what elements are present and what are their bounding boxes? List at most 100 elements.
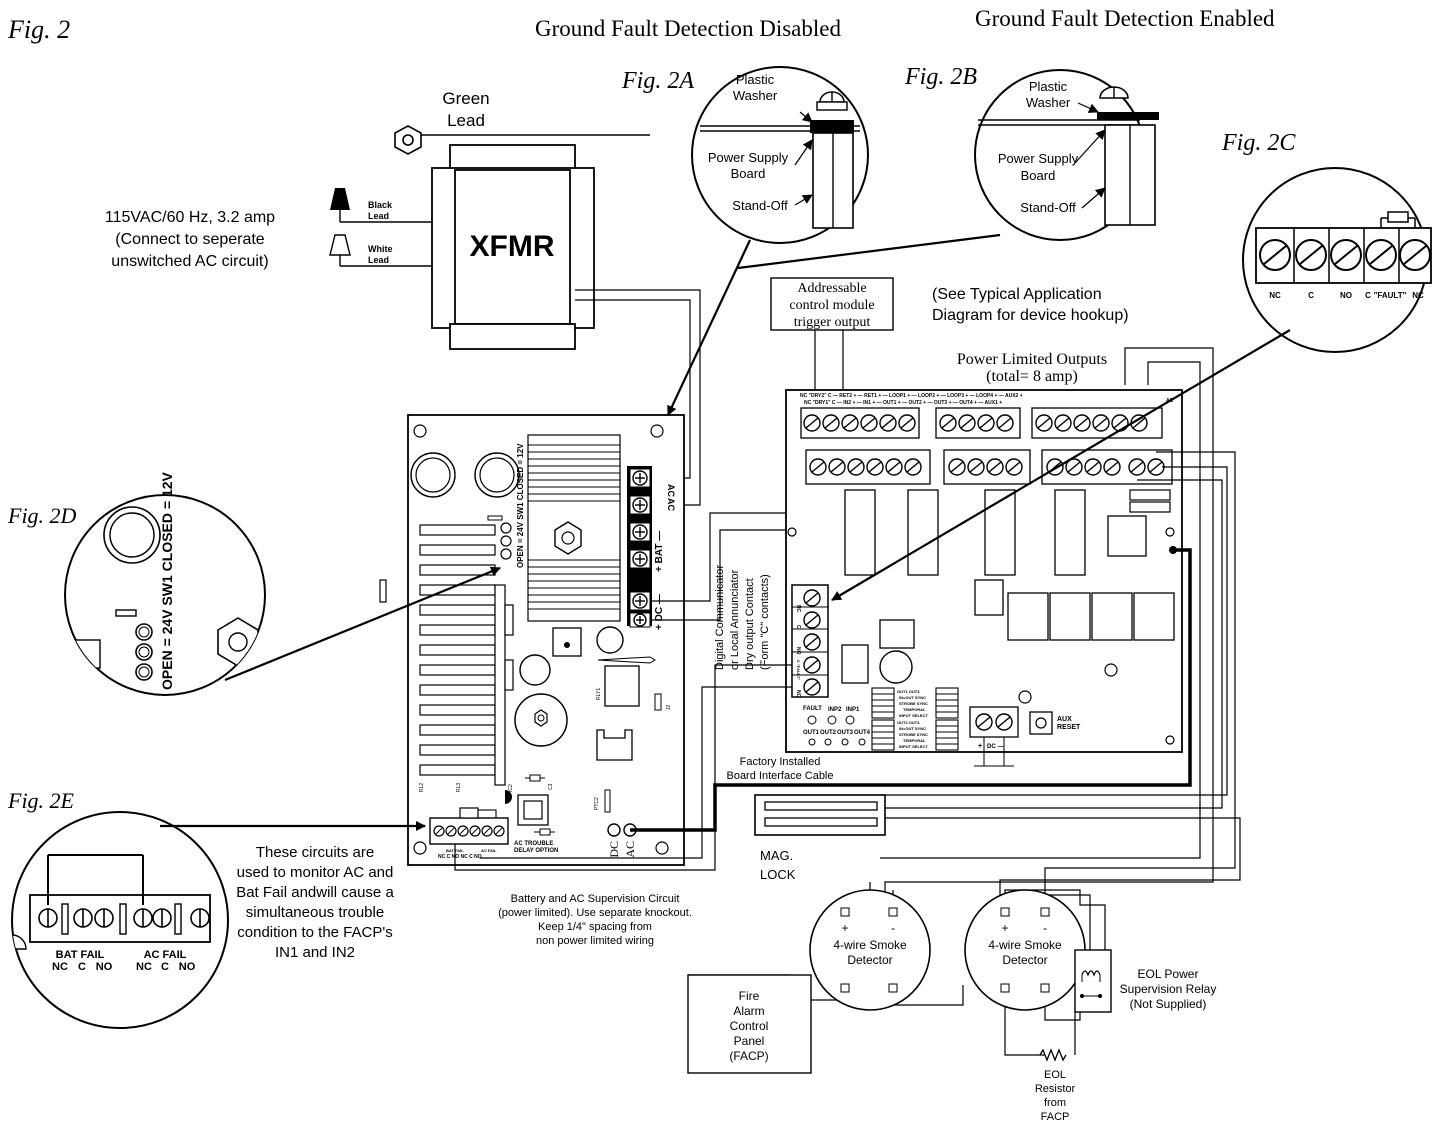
mag-lock-label-2: LOCK bbox=[760, 867, 796, 882]
board-acfail-small: AC FAIL bbox=[481, 848, 497, 853]
board-rl3: RL3 bbox=[456, 783, 462, 792]
fig2a-label: Fig. 2A bbox=[621, 68, 694, 94]
facp-line4: Panel bbox=[734, 1034, 765, 1048]
eol-relay: EOL Power Supervision Relay (Not Supplie… bbox=[1074, 949, 1216, 1013]
fig2a-washer-label: Plastic bbox=[736, 72, 775, 87]
power-limited-line1: Power Limited Outputs bbox=[957, 351, 1107, 368]
fig2b-washer-label-2: Washer bbox=[1026, 95, 1071, 110]
module-reset: RESET bbox=[1057, 724, 1081, 731]
dip-label-8: STROBE SYNC bbox=[899, 732, 928, 737]
smoke-right-minus: - bbox=[1043, 921, 1047, 935]
fig2e-term-c: C bbox=[78, 961, 86, 973]
supervision-line4: non power limited wiring bbox=[536, 935, 654, 947]
white-lead-label: White bbox=[368, 244, 393, 254]
board-c3: C3 bbox=[548, 783, 554, 790]
supervision-line3: Keep 1/4" spacing from bbox=[538, 921, 652, 933]
fig2a-detail: Plastic Washer Power Supply Board Stand-… bbox=[691, 66, 869, 244]
addressable-line1: Addressable bbox=[797, 281, 866, 296]
board-ac1: AC bbox=[666, 484, 676, 497]
dip-label-10: INPUT SELECT bbox=[899, 744, 928, 749]
green-lead-label: Green bbox=[442, 89, 489, 108]
module-out1: OUT1 bbox=[803, 730, 820, 736]
smoke-right-line1: 4-wire Smoke bbox=[988, 938, 1062, 952]
dry-term-1: NC bbox=[795, 605, 801, 613]
eol-resistor-line1: EOL bbox=[1044, 1069, 1066, 1081]
board-j2: J2 bbox=[666, 705, 672, 711]
module-top-row2: NC "DRY1" C — IN2 + — IN1 + — OUT1 + — O… bbox=[804, 400, 1002, 406]
monitor-line6: IN1 and IN2 bbox=[275, 944, 355, 961]
dry-term-4: C "FAULT" bbox=[796, 660, 801, 680]
fig2e-bat-fail: BAT FAIL bbox=[56, 949, 105, 961]
addressable-line2: control module bbox=[789, 298, 874, 313]
fig2c-term-nc2: NC bbox=[1412, 291, 1424, 300]
dip-label-5: INPUT SELECT bbox=[899, 713, 928, 718]
fig2b-board-label-2: Board bbox=[1021, 168, 1056, 183]
dry-term-3: NO bbox=[795, 647, 801, 655]
monitor-line1: These circuits are bbox=[256, 844, 374, 861]
fig2e-term-no2: NO bbox=[179, 961, 196, 973]
facp-line2: Alarm bbox=[733, 1004, 764, 1018]
board-rl2: RL2 bbox=[419, 783, 425, 792]
dip-label-2: IN=OUT SYNC bbox=[899, 695, 926, 700]
smoke-detector-left: + - 4-wire Smoke Detector bbox=[809, 889, 931, 1011]
facp-line5: (FACP) bbox=[729, 1049, 768, 1063]
fig2e-term-no: NO bbox=[96, 961, 113, 973]
fig2d-detail: OPEN = 24V SW1 CLOSED = 12V bbox=[64, 471, 266, 696]
fig2c-term-fault: "FAULT" bbox=[1374, 291, 1407, 300]
cable-label-2: Board Interface Cable bbox=[726, 770, 833, 782]
smoke-right-plus: + bbox=[1001, 921, 1008, 935]
module-out2: OUT2 bbox=[820, 730, 837, 736]
fig2c-term-c: C bbox=[1308, 291, 1314, 300]
callout-arrows bbox=[160, 233, 1291, 831]
monitor-line5: condition to the FACP's bbox=[237, 924, 392, 941]
board-term-small: NC C NO NC C NO bbox=[438, 854, 482, 860]
dip-label-3: STROBE SYNC bbox=[899, 701, 928, 706]
eol-relay-line3: (Not Supplied) bbox=[1130, 997, 1207, 1011]
eol-resistor-line2: Resistor bbox=[1035, 1083, 1076, 1095]
smoke-left-line2: Detector bbox=[847, 953, 892, 967]
module-inp2: INP2 bbox=[828, 707, 842, 713]
power-supply-board: OPEN = 24V SW1 CLOSED = 12V bbox=[379, 414, 685, 866]
white-lead-label-2: Lead bbox=[368, 255, 389, 265]
fig2b-washer-label: Plastic bbox=[1029, 79, 1068, 94]
facp-box: Fire Alarm Control Panel (FACP) bbox=[687, 974, 812, 1074]
smoke-left-plus: + bbox=[841, 921, 848, 935]
board-ac-out: AC bbox=[623, 841, 637, 858]
eol-resistor: EOL Resistor from FACP bbox=[1035, 1048, 1076, 1123]
field-wiring bbox=[454, 347, 1241, 1056]
transformer: XFMR Black Lead White Lead Green Lead 11… bbox=[105, 89, 650, 350]
dip-label-1: OUT1 OUT3 bbox=[897, 689, 920, 694]
dry-term-5: NC bbox=[795, 690, 801, 698]
board-trouble-line1: AC TROUBLE bbox=[514, 841, 553, 847]
addressable-box: Addressable control module trigger outpu… bbox=[770, 277, 894, 466]
see-typical-line2: Diagram for device hookup) bbox=[932, 307, 1129, 324]
fig2e-detail: BAT FAIL AC FAIL NC C NO NC C NO bbox=[11, 811, 229, 1029]
board-bat: + BAT — bbox=[654, 531, 665, 572]
fig2d-sw1-label: OPEN = 24V SW1 CLOSED = 12V bbox=[159, 471, 175, 690]
smoke-left-minus: - bbox=[891, 921, 895, 935]
fig2c-term-nc: NC bbox=[1269, 291, 1281, 300]
fig2a-washer-label-2: Washer bbox=[733, 88, 778, 103]
eol-resistor-line3: from bbox=[1044, 1097, 1066, 1109]
module-out4: OUT4 bbox=[854, 730, 871, 736]
eol-relay-line1: EOL Power bbox=[1138, 967, 1199, 981]
dip-label-4: TEMPORAL bbox=[903, 707, 926, 712]
monitor-note: These circuits are used to monitor AC an… bbox=[236, 844, 394, 961]
monitor-line4: simultaneous trouble bbox=[246, 904, 384, 921]
dip-label-9: TEMPORAL bbox=[903, 738, 926, 743]
fig2e-term-nc2: NC bbox=[136, 961, 152, 973]
dip-label-6: OUT2 OUT4 bbox=[897, 720, 920, 725]
fig2c-term-c2: C bbox=[1365, 291, 1371, 300]
board-interface-cable bbox=[630, 548, 1192, 832]
module-out3: OUT3 bbox=[837, 730, 854, 736]
smoke-left-line1: 4-wire Smoke bbox=[833, 938, 907, 952]
dry-contact-label: Digital Communicator or Local Annunciato… bbox=[714, 565, 771, 670]
fig2e-term-c2: C bbox=[161, 961, 169, 973]
black-lead-label: Black bbox=[368, 200, 393, 210]
dry-contact-line2: or Local Annunciator bbox=[729, 569, 741, 670]
dip-label-7: IN=OUT SYNC bbox=[899, 726, 926, 731]
fig2e-term-nc: NC bbox=[52, 961, 68, 973]
xfmr-label: XFMR bbox=[470, 230, 555, 263]
board-trouble-line2: DELAY OPTION bbox=[514, 848, 558, 854]
